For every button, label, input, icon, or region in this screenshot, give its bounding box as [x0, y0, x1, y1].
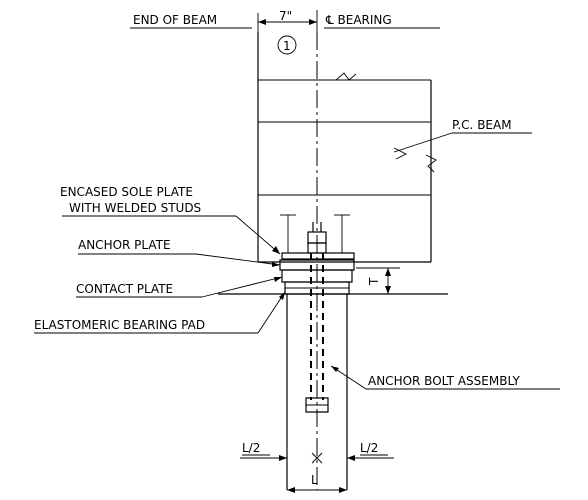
- sole-plate: [281, 252, 355, 260]
- note-1-text: 1: [283, 39, 291, 53]
- welded-studs: [280, 214, 350, 253]
- note-1-circle: [277, 35, 297, 55]
- bearing-centerline-label: ℄ BEARING: [325, 13, 392, 27]
- left-callouts: ENCASED SOLE PLATE WITH WELDED STUDS ANC…: [34, 185, 286, 334]
- t-dimension: T: [356, 267, 400, 294]
- elastomeric-pad-label: ELASTOMERIC BEARING PAD: [34, 318, 205, 332]
- anchor-plate-label: ANCHOR PLATE: [78, 238, 171, 252]
- bottom-dimensions: L/2 L/2 L: [240, 441, 394, 493]
- pc-beam: [257, 32, 437, 263]
- end-of-beam-label: END OF BEAM: [133, 13, 217, 27]
- seven-inch-dim: 7": [279, 9, 292, 23]
- sole-plate-label-2: WITH WELDED STUDS: [69, 201, 201, 215]
- sole-plate-label-1: ENCASED SOLE PLATE: [60, 185, 193, 199]
- t-dim-label: T: [367, 277, 381, 286]
- pc-beam-label: P.C. BEAM: [452, 118, 512, 132]
- anchor-nut: [307, 222, 327, 254]
- l-half-left-label: L/2: [242, 441, 260, 455]
- anchor-bolt: [305, 253, 329, 413]
- right-callouts: P.C. BEAM ANCHOR BOLT ASSEMBLY: [330, 118, 560, 390]
- l-dim-label: L: [311, 473, 318, 487]
- contact-plate-label: CONTACT PLATE: [76, 282, 173, 296]
- anchor-bolt-label: ANCHOR BOLT ASSEMBLY: [368, 374, 521, 388]
- top-dimension: END OF BEAM 7" ℄ BEARING 1: [130, 9, 440, 55]
- l-half-right-label: L/2: [360, 441, 378, 455]
